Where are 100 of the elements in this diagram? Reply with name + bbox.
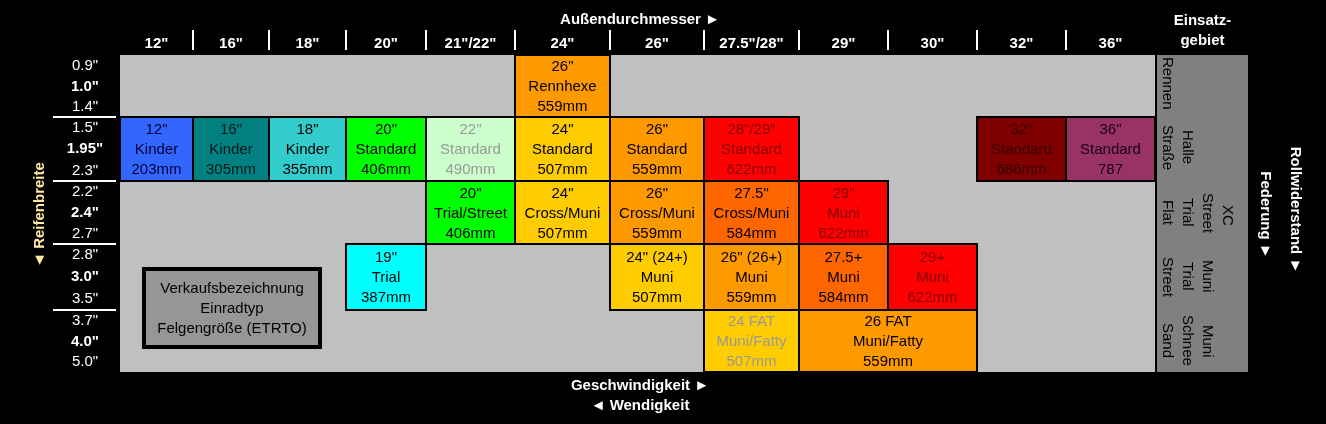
column-header: 30": [919, 34, 946, 51]
size-label: 28"/29": [727, 119, 776, 139]
size-label: 22": [459, 119, 482, 139]
rim-size-label: 559mm: [726, 287, 777, 307]
size-label: 36": [1099, 119, 1122, 139]
unicycle-type-label: Standard: [721, 139, 782, 159]
wheel-size-cell: [976, 116, 1067, 182]
unicycle-type-label: Standard: [991, 139, 1052, 159]
rim-size-label: 406mm: [445, 222, 496, 243]
unicycle-type-label: Kinder: [285, 139, 330, 159]
wheel-size-cell: [703, 116, 800, 182]
rim-size-label: 507mm: [632, 287, 682, 307]
rim-size-label: 490mm: [445, 159, 496, 179]
wheel-size-cell: [1065, 116, 1156, 182]
usage-label: Schnee: [1179, 315, 1197, 366]
size-label: 26": [646, 182, 668, 203]
axis-title: Rollwiderstand ►: [1287, 145, 1305, 276]
wheel-size-cell: [514, 180, 611, 245]
size-label: 26" (26+): [720, 247, 783, 267]
usage-label: Halle: [1179, 130, 1197, 165]
unicycle-type-label: Cross/Muni: [713, 202, 790, 223]
unicycle-type-label: Standard: [355, 139, 417, 159]
unicycle-type-label: Trial: [371, 267, 401, 287]
rim-size-label: 507mm: [537, 222, 588, 243]
rim-size-label: 559mm: [863, 351, 913, 371]
unicycle-type-label: Muni: [827, 267, 860, 287]
wheel-size-cell: [609, 243, 705, 311]
wheel-size-cell: [609, 116, 705, 182]
usage-label: Straße: [1159, 125, 1177, 170]
axis-title: Geschwindigkeit ►: [569, 376, 711, 393]
wheel-size-cell: [703, 243, 800, 311]
unicycle-type-label: Cross/Muni: [619, 202, 695, 223]
column-header: 27.5"/28": [718, 34, 785, 51]
rim-size-label: 584mm: [726, 222, 777, 243]
wheel-size-cell: [425, 116, 516, 182]
rim-size-label: 686mm: [996, 159, 1047, 179]
column-header: 29": [830, 34, 857, 51]
usage-label: Muni: [1199, 260, 1217, 293]
column-header: 24": [549, 34, 576, 51]
sales-name-label: Verkaufsbezeichnung: [160, 278, 304, 298]
tire-width-label: 1.95": [65, 139, 105, 157]
tire-width-label: 2.8": [70, 245, 100, 262]
wheel-size-cell: [703, 180, 800, 245]
size-label: 29": [832, 182, 855, 203]
wheel-size-cell: [798, 309, 978, 373]
rim-size-label: 622mm: [818, 222, 869, 243]
unicycle-type-label: Muni: [735, 267, 768, 287]
usage-label: Muni: [1199, 325, 1217, 358]
unicycle-type-label: Muni: [916, 267, 949, 287]
tire-width-label: 3.0": [70, 267, 100, 284]
wheel-size-cell: [119, 116, 194, 182]
wheel-size-cell: [609, 180, 705, 245]
usage-label: XC: [1219, 205, 1237, 226]
rim-size-label: 507mm: [537, 159, 588, 179]
column-header: 18": [294, 34, 321, 51]
column-header: 32": [1008, 34, 1035, 51]
size-label: 20": [375, 119, 397, 139]
size-label: 26": [551, 56, 574, 76]
rim-size-label: 787: [1098, 159, 1123, 179]
tire-width-label: 2.7": [70, 224, 100, 241]
size-label: 24 FAT: [727, 311, 776, 331]
tire-width-label: 2.2": [70, 182, 100, 199]
axis-title: ◄ Wendigkeit: [589, 396, 691, 413]
size-label: 27.5": [734, 182, 769, 203]
column-header: 21"/22": [443, 34, 498, 51]
unicycle-type-label: Muni: [827, 202, 860, 223]
unicycle-type-label: Rennhexe: [528, 76, 597, 96]
tire-width-label: 4.0": [70, 331, 100, 349]
unicycle-type-label: Muni/Fatty: [853, 331, 923, 351]
tire-width-label: 5.0": [70, 352, 100, 370]
size-label: 24": [551, 119, 574, 139]
rim-size-label: 203mm: [131, 159, 182, 179]
size-label: 16": [220, 119, 242, 139]
unicycle-type-label: Standard: [532, 139, 593, 159]
unicycle-type-label: Standard: [440, 139, 501, 159]
wheel-size-cell: [425, 180, 516, 245]
unicycle-type-label: Standard: [626, 139, 688, 159]
usage-label: Street: [1159, 257, 1177, 298]
wheel-size-cell: [798, 180, 889, 245]
tire-width-label: 3.7": [70, 311, 100, 328]
unicycle-type-label: Trial/Street: [434, 202, 507, 223]
size-label: 19": [375, 247, 397, 267]
unicycle-type-label: Muni: [640, 267, 674, 287]
rim-size-label: 507mm: [726, 351, 777, 371]
usage-label: Rennen: [1159, 57, 1177, 110]
usage-label: Trial: [1179, 262, 1197, 291]
size-label: 18": [296, 119, 319, 139]
size-label: 32": [1010, 119, 1033, 139]
axis-title: Außendurchmesser ►: [559, 10, 721, 27]
rim-size-label: 387mm: [361, 287, 411, 307]
size-label: 29+: [919, 247, 946, 267]
tire-width-label: 0.9": [70, 56, 100, 73]
tire-width-label: 1.0": [70, 76, 100, 94]
wheel-size-cell: [798, 243, 889, 311]
column-header: 36": [1097, 34, 1124, 51]
wheel-size-cell: [345, 116, 427, 182]
usage-label: Street: [1199, 193, 1217, 234]
rim-size-label: Felgengröße (ETRTO): [157, 318, 307, 338]
rim-size-label: 305mm: [206, 159, 256, 179]
key-box: [142, 267, 322, 349]
